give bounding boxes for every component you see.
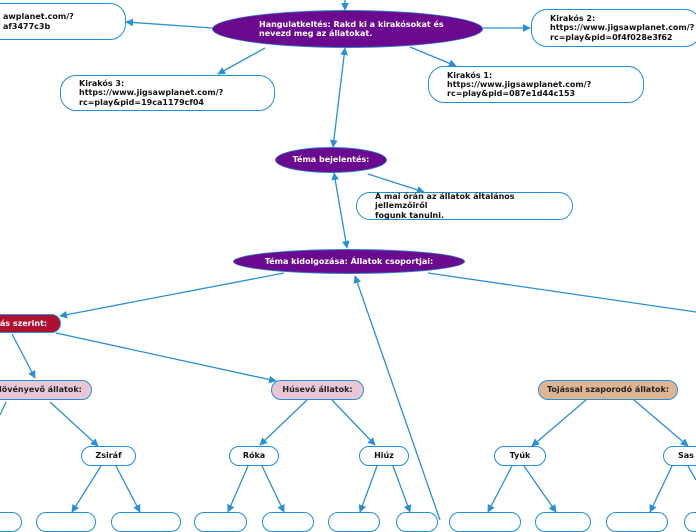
puzzle-2-node[interactable]: Kirakós 2: https://www.jigsawplanet.com/… [531,9,696,47]
child-node-stub[interactable] [449,512,521,532]
child-node-stub[interactable] [396,512,438,532]
child-node-stub[interactable] [535,512,591,532]
herbivores-node[interactable]: Növényevő állatok: [0,380,92,400]
motivation-node[interactable]: Hangulatkeltés: Rakd ki a kirakósokat és… [212,10,483,48]
carnivores-node[interactable]: Húsevő állatok: [271,380,364,400]
egg-layers-node[interactable]: Tojással szaporodó állatok: [538,380,678,400]
child-node-stub[interactable] [684,512,696,532]
topic-process-node[interactable]: Téma kidolgozása: Állatok csoportjai: [233,249,465,274]
lynx-node[interactable]: Hiúz [359,446,409,466]
connector-lines [0,0,696,520]
child-node-stub[interactable] [111,512,181,532]
child-node-stub[interactable] [606,512,668,532]
giraffe-node[interactable]: Zsiráf [81,446,136,466]
fox-node[interactable]: Róka [229,446,279,466]
child-node-stub[interactable] [194,512,247,532]
puzzle-3-node[interactable]: Kirakós 3: https://www.jigsawplanet.com/… [60,75,275,111]
goal-node[interactable]: A mai órán az állatok általános jellemző… [356,192,573,220]
topic-announce-node[interactable]: Téma bejelentés: [275,147,387,173]
hen-node[interactable]: Tyúk [494,446,546,466]
child-node-stub[interactable] [328,512,380,532]
child-node-stub[interactable] [0,512,22,532]
by-feeding-node[interactable]: ás szerint: [0,314,61,333]
child-node-stub[interactable] [262,512,314,532]
link-node-partial[interactable]: awplanet.com/? af3477c3b [0,3,126,40]
eagle-node[interactable]: Sas [663,446,696,466]
puzzle-1-node[interactable]: Kirakós 1: https://www.jigsawplanet.com/… [428,66,644,103]
child-node-stub[interactable] [36,512,96,532]
